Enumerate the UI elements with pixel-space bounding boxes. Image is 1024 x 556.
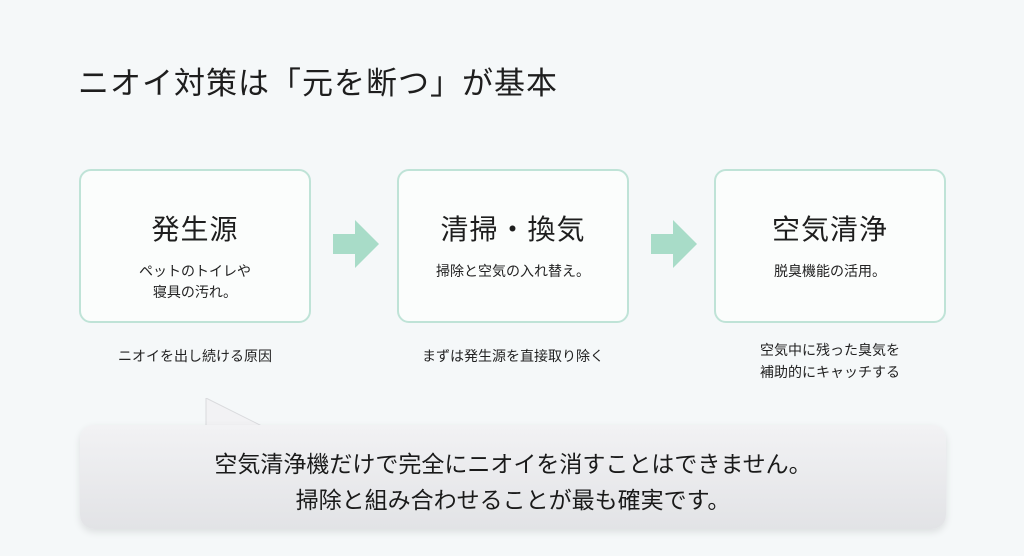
step-description: 掃除と空気の入れ替え。	[436, 264, 590, 280]
page-title: ニオイ対策は「元を断つ」が基本	[78, 66, 558, 102]
step-heading: 発生源	[151, 213, 239, 246]
step-note-air-purifying: 空気中に残った臭気を 補助的にキャッチする	[760, 343, 900, 381]
step-description: 脱臭機能の活用。	[774, 264, 886, 280]
step-note-source: ニオイを出し続ける原因	[118, 349, 272, 365]
callout-tail	[205, 398, 270, 430]
callout-line-2: 掃除と組み合わせることが最も確実です。	[295, 488, 731, 514]
arrow-right-icon	[333, 220, 379, 268]
callout-box: 空気清浄機だけで完全にニオイを消すことはできません。 掃除と組み合わせることが最…	[80, 425, 946, 529]
step-heading: 清掃・換気	[440, 213, 586, 246]
step-description: ペットのトイレや 寝具の汚れ。	[139, 264, 251, 301]
arrow-right-icon	[651, 220, 697, 268]
step-note-cleaning: まずは発生源を直接取り除く	[422, 349, 604, 365]
step-heading: 空気清浄	[771, 213, 888, 246]
step-card-air-purifying: 空気清浄 脱臭機能の活用。	[714, 169, 946, 323]
step-card-source: 発生源 ペットのトイレや 寝具の汚れ。	[79, 169, 311, 323]
callout-text: 空気清浄機だけで完全にニオイを消すことはできません。 掃除と組み合わせることが最…	[80, 447, 946, 519]
callout-line-1: 空気清浄機だけで完全にニオイを消すことはできません。	[214, 452, 812, 478]
step-card-cleaning: 清掃・換気 掃除と空気の入れ替え。	[397, 169, 629, 323]
